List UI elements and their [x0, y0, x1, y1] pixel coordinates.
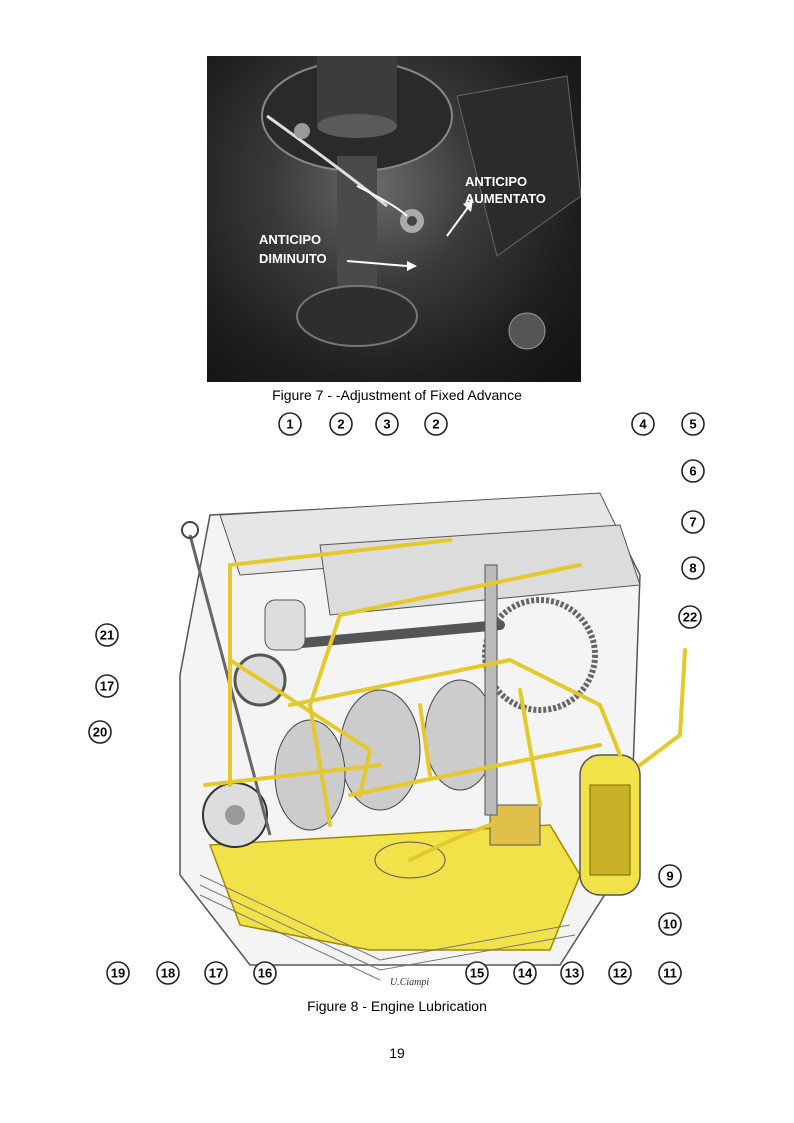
- label-anticipo-aumentato-1: ANTICIPO: [465, 174, 527, 189]
- callout-label-12: 12: [613, 966, 627, 981]
- callout-label-1: 1: [286, 417, 293, 432]
- callout-label-15: 15: [470, 966, 484, 981]
- callout-label-16: 16: [258, 966, 272, 981]
- callout-circle-11: [658, 961, 682, 985]
- callout-label-13: 13: [565, 966, 579, 981]
- callout-circle-16: [253, 961, 277, 985]
- callout-circle-12: [608, 961, 632, 985]
- callout-circle-5: [681, 412, 705, 436]
- callout-circle-18: [156, 961, 180, 985]
- label-anticipo-diminuito-2: DIMINUITO: [259, 251, 327, 266]
- callout-circle-2: [329, 412, 353, 436]
- callout-circle-2: [424, 412, 448, 436]
- callout-label-20: 20: [93, 725, 107, 740]
- callout-circle-8: [681, 556, 705, 580]
- figure7-photo: ANTICIPO AUMENTATO ANTICIPO DIMINUITO: [207, 56, 581, 382]
- callout-label-17: 17: [209, 966, 223, 981]
- callout-label-10: 10: [663, 917, 677, 932]
- callout-circle-9: [658, 864, 682, 888]
- figure8-caption: Figure 8 - Engine Lubrication: [307, 998, 487, 1014]
- callout-label-14: 14: [518, 966, 533, 981]
- callout-label-3: 3: [383, 417, 390, 432]
- label-anticipo-aumentato-2: AUMENTATO: [465, 191, 546, 206]
- callout-label-11: 11: [663, 966, 677, 981]
- callout-label-2: 2: [432, 417, 439, 432]
- callout-circle-4: [631, 412, 655, 436]
- callout-circle-20: [88, 720, 112, 744]
- artist-signature: U.Ciampi: [390, 977, 429, 988]
- page-number: 19: [389, 1045, 405, 1061]
- callout-label-2: 2: [337, 417, 344, 432]
- callout-circle-19: [106, 961, 130, 985]
- callout-circle-21: [95, 623, 119, 647]
- callout-circle-13: [560, 961, 584, 985]
- callout-label-8: 8: [689, 561, 696, 576]
- callout-circle-14: [513, 961, 537, 985]
- callout-label-7: 7: [689, 515, 696, 530]
- callout-label-9: 9: [666, 869, 673, 884]
- callout-circle-7: [681, 510, 705, 534]
- callout-label-22: 22: [683, 610, 697, 625]
- figure7-caption: Figure 7 - -Adjustment of Fixed Advance: [272, 387, 522, 403]
- callout-circle-3: [375, 412, 399, 436]
- callout-label-18: 18: [161, 966, 175, 981]
- callout-circle-10: [658, 912, 682, 936]
- label-anticipo-diminuito-1: ANTICIPO: [259, 232, 321, 247]
- callout-label-21: 21: [100, 628, 114, 643]
- callout-label-17: 17: [100, 679, 114, 694]
- callout-circle-17: [95, 674, 119, 698]
- callout-label-5: 5: [689, 417, 696, 432]
- callout-circle-15: [465, 961, 489, 985]
- distributor-illustration: ANTICIPO AUMENTATO ANTICIPO DIMINUITO: [259, 56, 581, 350]
- callout-circle-6: [681, 459, 705, 483]
- callout-label-4: 4: [639, 417, 647, 432]
- callout-label-6: 6: [689, 464, 696, 479]
- callout-circle-22: [678, 605, 702, 629]
- callout-label-19: 19: [111, 966, 125, 981]
- callout-circle-1: [278, 412, 302, 436]
- callout-circle-17: [204, 961, 228, 985]
